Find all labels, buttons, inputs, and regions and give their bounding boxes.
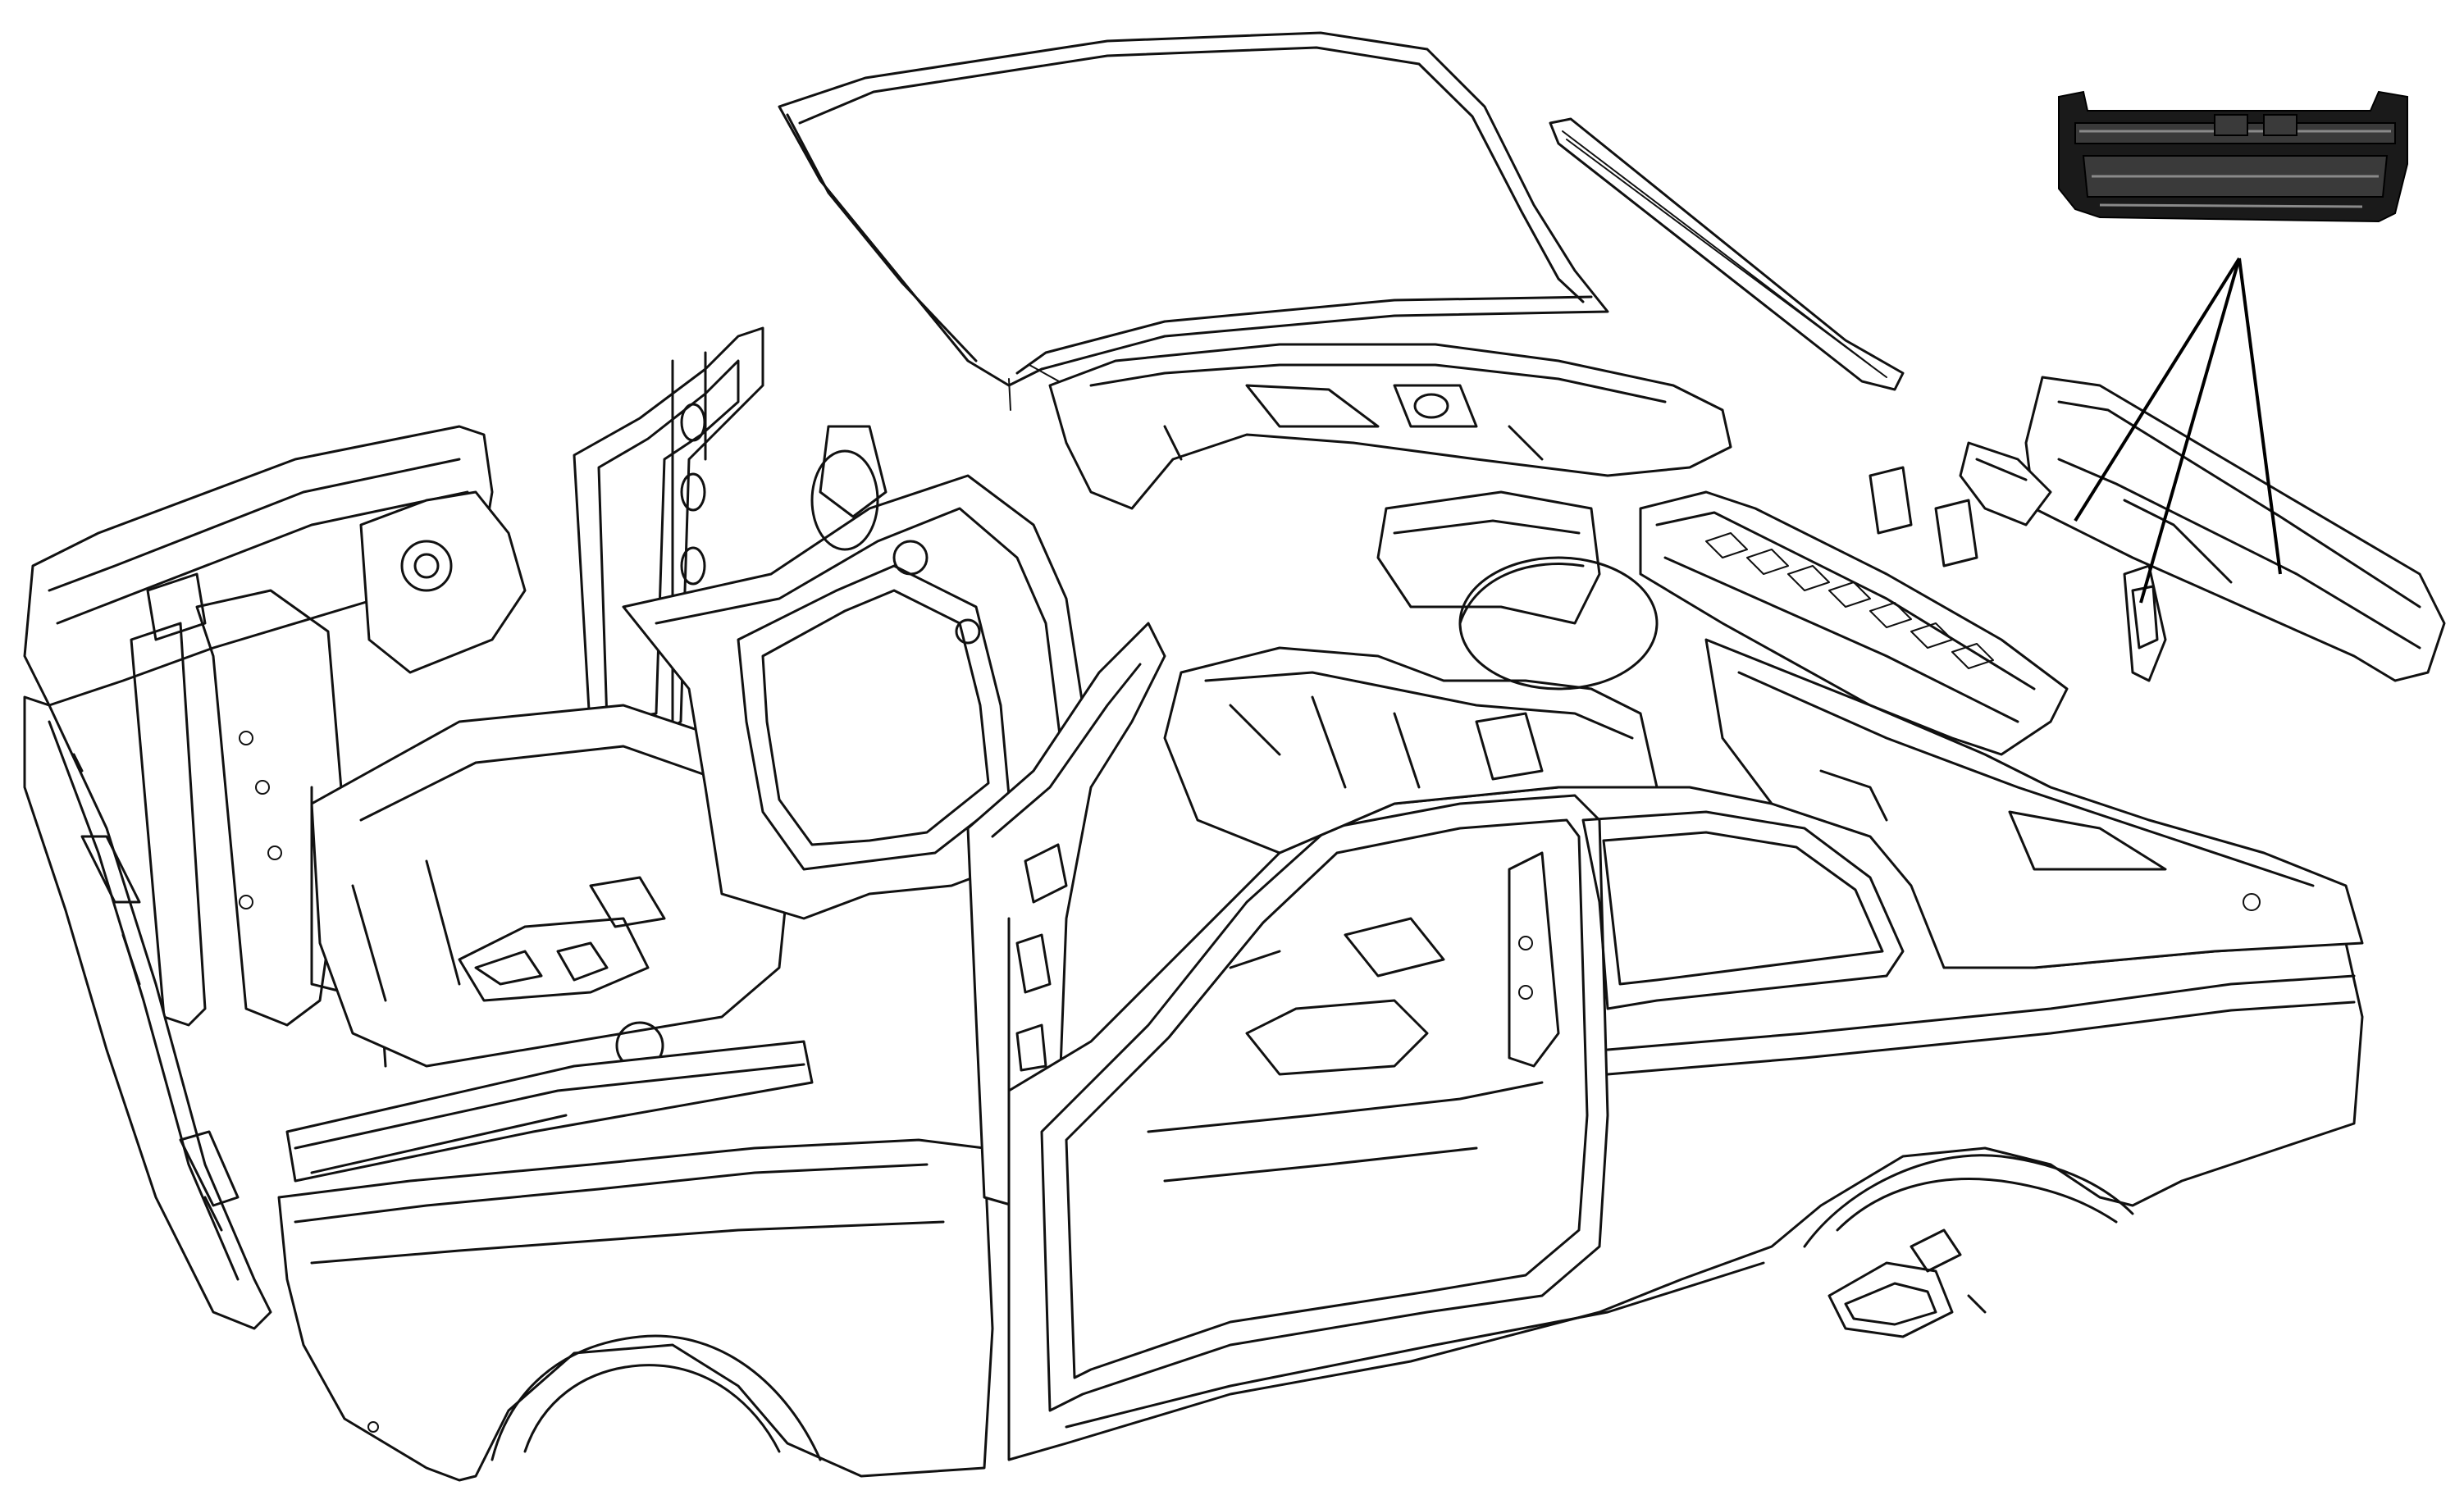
roof-panel <box>778 31 1609 411</box>
roof-drip-rail <box>1549 117 1905 391</box>
upper-shell <box>1048 343 1732 510</box>
front-panel <box>23 695 272 1330</box>
inset-rear-valance <box>2058 90 2408 223</box>
rear-floor-pan <box>1163 490 1659 855</box>
front-wing-panel <box>277 1138 994 1482</box>
front-sill <box>285 1040 814 1183</box>
a-pillar <box>966 622 1166 1215</box>
door-aperture <box>1007 786 2364 1461</box>
rear-quarter-panel <box>1704 638 2364 969</box>
callout-lines <box>2074 257 2282 604</box>
boot-floor-crossmember <box>1639 490 2069 756</box>
rear-valance-panel <box>1869 376 2446 682</box>
rear-towing-bracket <box>1827 1228 1987 1338</box>
